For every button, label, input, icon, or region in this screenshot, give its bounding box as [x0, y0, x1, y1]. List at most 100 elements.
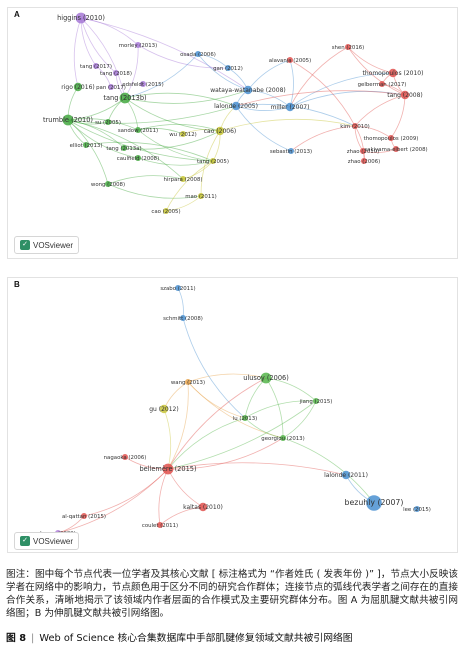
- author-node[interactable]: su (2005): [95, 119, 121, 126]
- author-node[interactable]: al-qattan (2015): [62, 513, 106, 520]
- author-node[interactable]: miller (2007): [271, 102, 310, 112]
- author-node[interactable]: sakiyama-elbert (2008): [364, 146, 428, 153]
- node-circle: [163, 208, 169, 214]
- node-circle: [180, 176, 186, 182]
- author-node[interactable]: kim (2010): [340, 123, 370, 130]
- node-label: morley (2013): [119, 43, 157, 49]
- author-node[interactable]: nagaoka (2006): [104, 454, 147, 461]
- author-node[interactable]: trumble (2010): [43, 114, 93, 126]
- node-label: miller (2007): [271, 104, 310, 111]
- cocitation-edge: [235, 103, 356, 127]
- author-node[interactable]: gan (2012): [213, 65, 243, 72]
- author-node[interactable]: wang (2013): [171, 379, 205, 386]
- node-circle: [93, 63, 99, 69]
- author-node[interactable]: georgiou (2013): [261, 435, 305, 442]
- author-node[interactable]: cao (2006): [204, 126, 237, 136]
- node-circle: [287, 57, 293, 63]
- node-label: lalonde (2011): [324, 472, 368, 479]
- cocitation-edge: [165, 195, 202, 212]
- node-circle: [313, 398, 319, 404]
- author-node[interactable]: zhao (2006): [348, 158, 381, 165]
- author-node[interactable]: lalonde (2011): [324, 470, 368, 480]
- node-label: georgiou (2013): [261, 436, 304, 442]
- author-node[interactable]: tang (2018): [100, 70, 132, 77]
- author-node[interactable]: edsfeldt (2015): [122, 81, 164, 88]
- network-panel-a: higgins (2010) morley (2013) osada (2006) t…: [7, 7, 458, 259]
- cocitation-edge: [187, 381, 284, 439]
- cocitation-edge: [182, 160, 214, 180]
- author-node[interactable]: shen (2016): [332, 44, 365, 51]
- node-label: al-qattan (2015): [62, 514, 106, 520]
- author-node[interactable]: szabo (2011): [160, 285, 196, 292]
- author-node[interactable]: kaltas (2010): [183, 502, 223, 512]
- author-node[interactable]: osada (2006): [180, 51, 216, 58]
- network-panel-b: szabo (2011) schmitt (2008) wang (2013) ulu…: [7, 277, 458, 553]
- node-circle: [162, 463, 174, 475]
- cocitation-edge: [289, 59, 356, 127]
- author-node[interactable]: mao (2011): [185, 193, 217, 200]
- author-node[interactable]: wataya-watanabe (2008): [210, 85, 286, 95]
- author-node[interactable]: pan (2017): [96, 84, 126, 91]
- author-node[interactable]: lu (2013): [233, 415, 258, 422]
- node-label: gelberman (2017): [358, 82, 407, 88]
- node-circle: [352, 123, 358, 129]
- cocitation-edge: [219, 118, 356, 132]
- author-node[interactable]: wu (2012): [169, 131, 197, 138]
- node-label: trumble (2010): [43, 116, 93, 124]
- node-circle: [83, 142, 89, 148]
- author-node[interactable]: hirpara (2008): [163, 176, 203, 183]
- cocitation-edge: [137, 44, 229, 69]
- vosviewer-logo-text: VOSviewer: [33, 536, 74, 546]
- cocitation-edge: [67, 119, 184, 180]
- author-node[interactable]: cao (2005): [151, 208, 181, 215]
- edge-group: [57, 287, 375, 534]
- author-node[interactable]: jiang (2015): [299, 398, 333, 405]
- node-label: wang (2013): [171, 380, 205, 386]
- node-circle: [105, 181, 111, 187]
- node-label: elliot (2013): [70, 143, 103, 149]
- author-node[interactable]: lalonde (2005): [214, 101, 258, 111]
- author-node[interactable]: morley (2013): [119, 42, 157, 49]
- vosviewer-icon: ✓: [20, 240, 30, 250]
- edge-group: [67, 17, 406, 212]
- author-node[interactable]: sandow (2011): [118, 127, 158, 134]
- cocitation-edge: [235, 105, 291, 111]
- author-node[interactable]: bellemère (2015): [139, 463, 197, 475]
- author-node[interactable]: elliot (2013): [70, 142, 103, 149]
- author-node[interactable]: thomopoulos (2009): [364, 135, 419, 142]
- author-node[interactable]: bezuhly (2007): [345, 495, 404, 511]
- author-node[interactable]: gelberman (2017): [358, 81, 407, 88]
- author-node[interactable]: higgins (2010): [57, 12, 105, 24]
- author-node[interactable]: wong (2008): [91, 181, 125, 188]
- author-node[interactable]: schmitt (2008): [163, 315, 203, 322]
- node-label: sebastin (2013): [270, 149, 312, 155]
- cocitation-edge: [158, 468, 169, 526]
- author-node[interactable]: sebastin (2013): [270, 148, 312, 155]
- cocitation-edge: [137, 129, 214, 162]
- cocitation-edge: [57, 468, 169, 534]
- author-node[interactable]: tang (2017): [80, 63, 112, 70]
- node-circle: [345, 44, 351, 50]
- author-node[interactable]: ulusoy (2006): [243, 372, 289, 384]
- author-node[interactable]: zhao (2010): [347, 148, 380, 155]
- author-node[interactable]: rigo (2016): [61, 82, 95, 92]
- cocitation-edge: [347, 46, 394, 74]
- node-circle: [180, 131, 186, 137]
- author-node[interactable]: tang (2013b): [103, 92, 147, 104]
- author-node[interactable]: caulfield (2008): [117, 155, 159, 162]
- cocitation-edge: [197, 53, 249, 91]
- node-circle: [185, 379, 191, 385]
- node-circle: [231, 101, 241, 111]
- author-node[interactable]: tang (2008): [387, 90, 423, 100]
- author-node[interactable]: coulet (2011): [142, 522, 178, 529]
- author-node[interactable]: thomopoulos (2010): [363, 68, 424, 78]
- node-label: gan (2012): [213, 66, 243, 72]
- author-node[interactable]: alavanja (2005): [269, 57, 311, 64]
- author-node[interactable]: gu (2012): [149, 404, 179, 414]
- author-node[interactable]: lee (2015): [403, 506, 431, 513]
- cocitation-edge: [107, 183, 202, 199]
- cocitation-edge: [80, 17, 139, 46]
- vosviewer-icon: ✓: [20, 536, 30, 546]
- author-node[interactable]: tang (2013a): [106, 145, 142, 152]
- author-node[interactable]: tang (2005): [197, 158, 229, 165]
